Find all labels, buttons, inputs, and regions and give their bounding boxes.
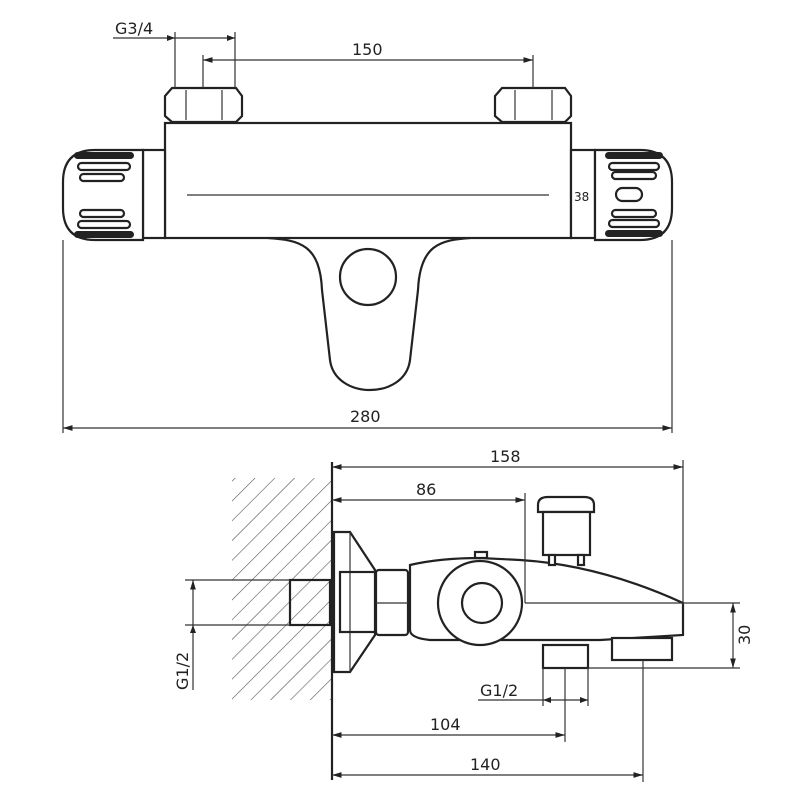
wall-threaded-pipe (288, 578, 332, 627)
wall-hatch (232, 478, 332, 700)
dim-axis-depth-label: 86 (416, 480, 436, 499)
left-inlet-nut (163, 86, 244, 124)
dim-inlet-thread-label: G3/4 (115, 19, 153, 38)
dim-total-depth-label: 158 (490, 447, 521, 466)
dimension-86: 86 (332, 480, 526, 603)
dim-total-width-label: 280 (350, 407, 381, 426)
spout-foot (610, 636, 674, 662)
right-flow-knob (593, 148, 674, 242)
right-inlet-nut (493, 86, 573, 124)
dimension-140: 140 (332, 660, 644, 782)
bottom-outlet-thread (541, 643, 590, 670)
dimension-wall-g12: G1/2 (173, 579, 290, 690)
dim-outlet-height-label: 30 (735, 625, 754, 645)
dimension-30: 30 (588, 603, 754, 669)
dimension-280: 280 (62, 240, 673, 433)
left-temperature-knob (61, 148, 145, 242)
thermostat-body (163, 121, 573, 240)
dimension-outlet-g12: G1/2 (478, 668, 589, 706)
dimension-158: 158 (332, 447, 684, 605)
dimension-104: 104 (332, 668, 566, 742)
dim-spout-depth-label: 140 (470, 755, 501, 774)
side-view: 158 86 G1/2 30 G1/2 104 (173, 447, 754, 782)
dimension-150: 150 (202, 40, 534, 88)
dim-outlet-depth-label: 104 (430, 715, 461, 734)
diverter-hole (338, 247, 398, 307)
dim-wall-thread-label: G1/2 (173, 652, 192, 690)
dim-outlet-thread-label: G1/2 (480, 681, 518, 700)
dimension-g34: G3/4 (113, 19, 236, 88)
knob-side (436, 559, 524, 647)
diverter-knob-side (536, 495, 596, 567)
dim-body-height-label: 38 (574, 190, 589, 204)
lower-body-drop (267, 236, 471, 391)
dim-inlet-spacing-label: 150 (352, 40, 383, 59)
top-view: 38 280 150 G3/4 (61, 19, 674, 433)
